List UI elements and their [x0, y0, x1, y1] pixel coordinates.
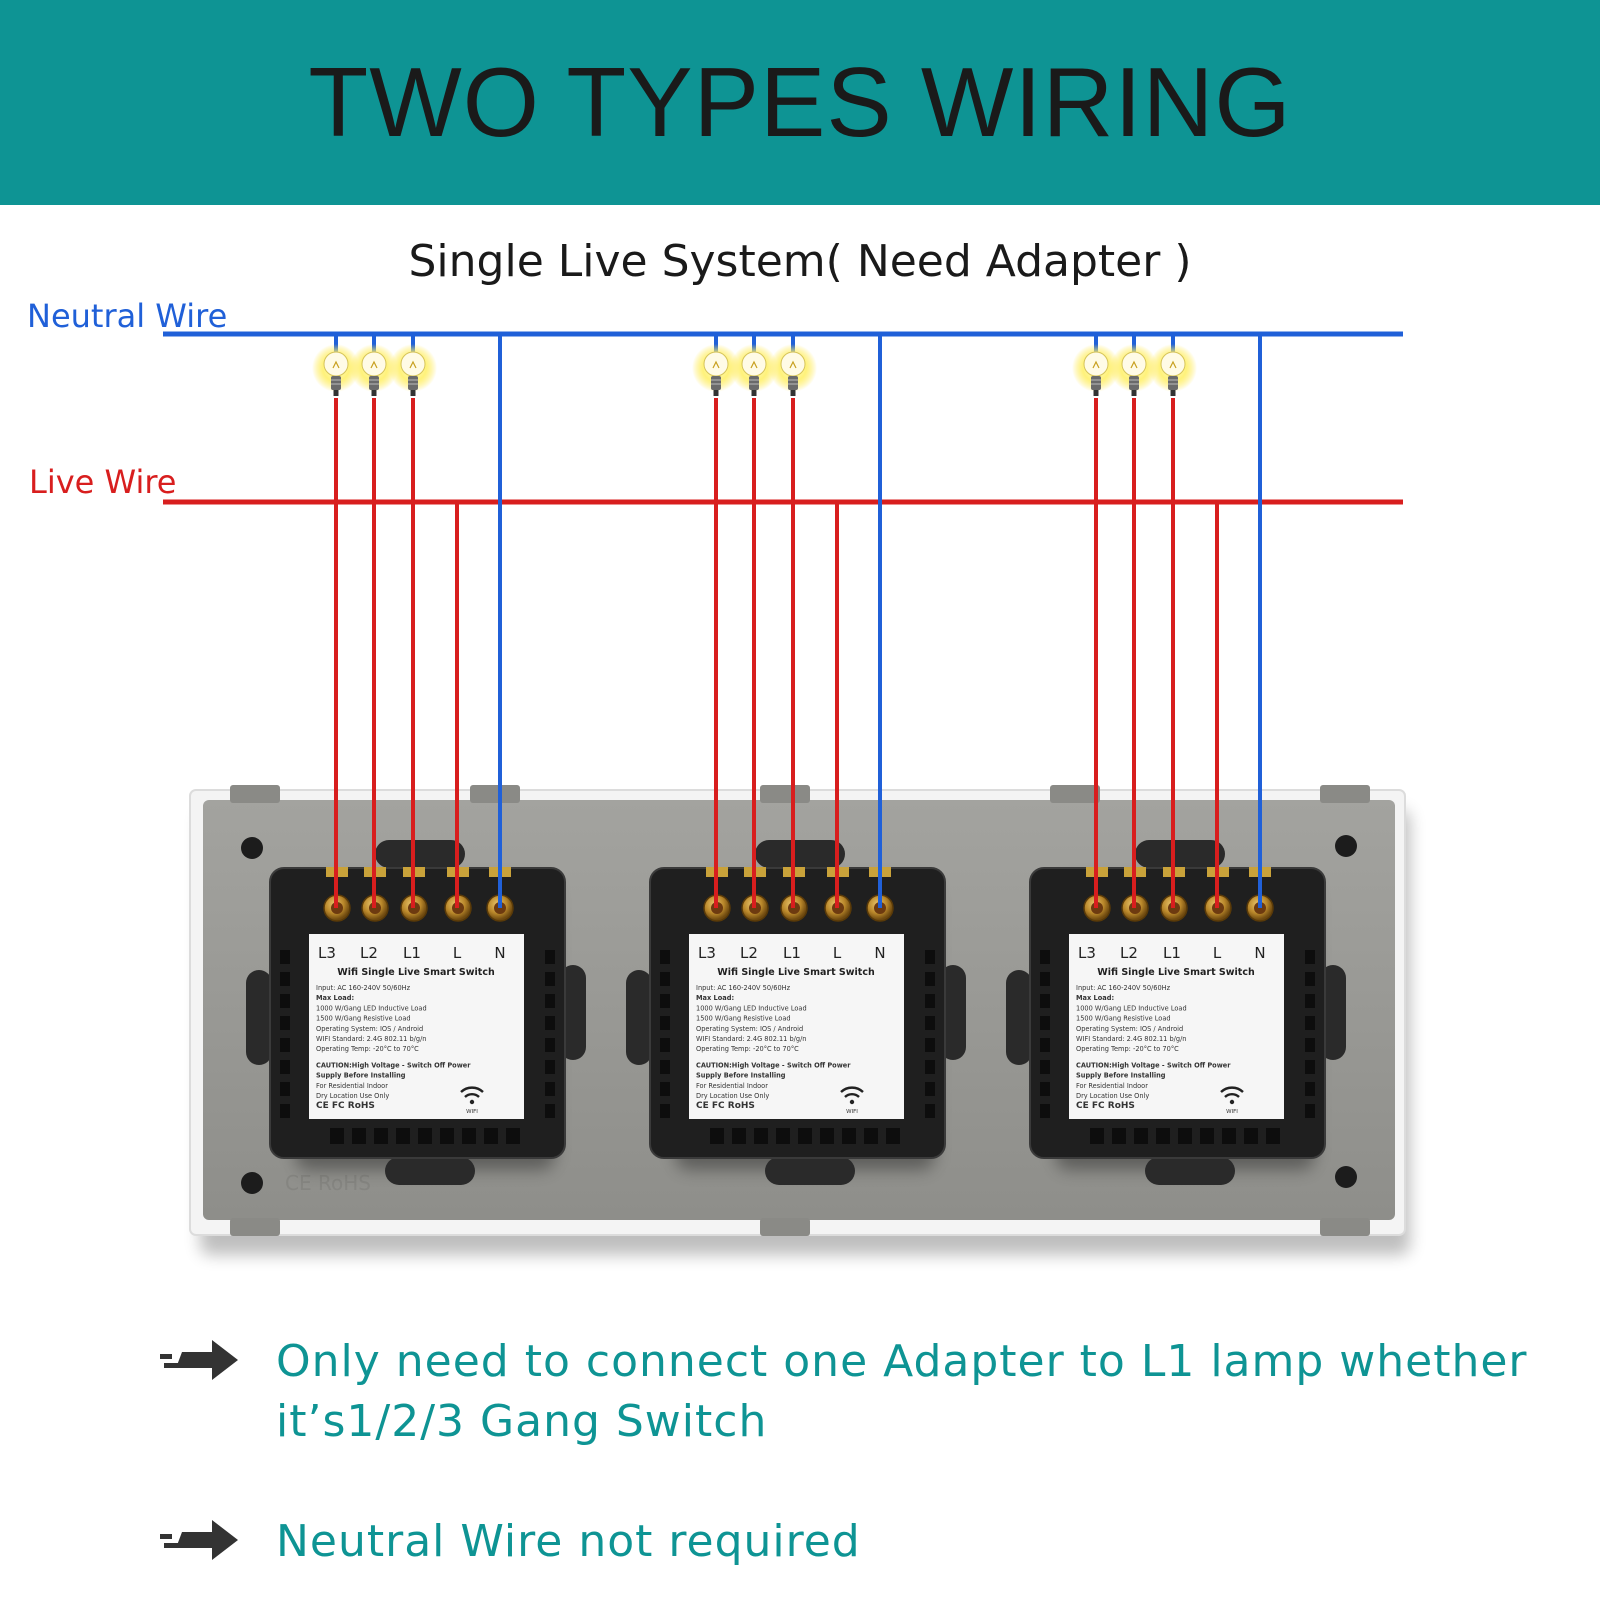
switch-info-label: [1069, 934, 1284, 1119]
switch-label-line: Dry Location Use Only: [316, 1092, 389, 1100]
mount-hole: [241, 837, 263, 859]
switch-label-line: Input: AC 160-240V 50/60Hz: [316, 984, 411, 992]
note-neutral: Neutral Wire not required: [160, 1512, 1560, 1572]
switch-info-label: [309, 934, 524, 1119]
switch-label-line: For Residential Indoor: [316, 1082, 388, 1090]
lightbulb-icon: [1149, 344, 1197, 396]
terminal-label: L: [833, 944, 842, 962]
lightbulb-icon: [730, 344, 778, 396]
switch-label-title: Wifi Single Live Smart Switch: [1097, 967, 1255, 978]
terminal-label: N: [874, 944, 885, 962]
terminal-label: L3: [1078, 944, 1096, 962]
switch-label-line: Dry Location Use Only: [696, 1092, 769, 1100]
svg-text:WIFI: WIFI: [846, 1109, 858, 1115]
terminal-label: L2: [1120, 944, 1138, 962]
switch-label-line: Operating System: IOS / Android: [1076, 1025, 1183, 1033]
switch-label-line: Max Load:: [316, 994, 354, 1002]
switch-label-line: CAUTION:High Voltage - Switch Off Power: [1076, 1061, 1231, 1069]
lightbulb-icon: [769, 344, 817, 396]
lightbulb-icon: [1110, 344, 1158, 396]
terminal-label: L2: [360, 944, 378, 962]
page-title: TWO TYPES WIRING: [308, 47, 1292, 157]
switch-label-title: Wifi Single Live Smart Switch: [717, 967, 875, 978]
switch-label-line: Operating System: IOS / Android: [696, 1025, 803, 1033]
terminal-label: L: [453, 944, 462, 962]
switch-label-line: CAUTION:High Voltage - Switch Off Power: [696, 1061, 851, 1069]
arrow-right-icon: [160, 1340, 238, 1380]
switch-label-certs: CE FC RoHS: [316, 1101, 375, 1111]
mount-hole: [1335, 1166, 1357, 1188]
mount-hole: [241, 1172, 263, 1194]
wifi-icon: WIFI: [1220, 1086, 1244, 1115]
plate-cert-mark: CE RoHS: [285, 1171, 371, 1195]
lightbulb-icon: [389, 344, 437, 396]
terminal-label: N: [1254, 944, 1265, 962]
terminal-label: L: [1213, 944, 1222, 962]
wifi-icon: WIFI: [460, 1086, 484, 1115]
switch-label-line: Supply Before Installing: [316, 1072, 406, 1080]
switch-label-line: 1500 W/Gang Resistive Load: [1076, 1015, 1171, 1023]
switch-label-line: Operating Temp: -20°C to 70°C: [316, 1045, 419, 1053]
switch-label-line: Max Load:: [696, 994, 734, 1002]
svg-text:WIFI: WIFI: [1226, 1109, 1238, 1115]
switch-label-title: Wifi Single Live Smart Switch: [337, 967, 495, 978]
switch-label-certs: CE FC RoHS: [1076, 1101, 1135, 1111]
switch-label-line: Max Load:: [1076, 994, 1114, 1002]
terminal-label: L2: [740, 944, 758, 962]
switch-info-label: [689, 934, 904, 1119]
lightbulb-icon: [1072, 344, 1120, 396]
switch-label-line: Operating Temp: -20°C to 70°C: [696, 1045, 799, 1053]
lightbulb-icon: [312, 344, 360, 396]
terminal-label: L3: [318, 944, 336, 962]
mount-hole: [1335, 835, 1357, 857]
switch-label-line: Operating Temp: -20°C to 70°C: [1076, 1045, 1179, 1053]
switch-label-certs: CE FC RoHS: [696, 1101, 755, 1111]
switch-label-line: 1000 W/Gang LED Inductive Load: [1076, 1004, 1187, 1012]
live-wire-label: Live Wire: [29, 463, 176, 501]
arrow-right-icon: [160, 1520, 238, 1560]
header-banner: TWO TYPES WIRING: [0, 0, 1600, 205]
switch-label-line: 1000 W/Gang LED Inductive Load: [696, 1004, 807, 1012]
switch-label-line: 1500 W/Gang Resistive Load: [696, 1015, 791, 1023]
switch-label-line: For Residential Indoor: [1076, 1082, 1148, 1090]
switch-label-line: WIFI Standard: 2.4G 802.11 b/g/n: [1076, 1035, 1186, 1043]
switch-label-line: Input: AC 160-240V 50/60Hz: [696, 984, 791, 992]
switch-label-line: 1500 W/Gang Resistive Load: [316, 1015, 411, 1023]
switch-label-line: 1000 W/Gang LED Inductive Load: [316, 1004, 427, 1012]
svg-text:WIFI: WIFI: [466, 1109, 478, 1115]
terminal-label: L1: [783, 944, 801, 962]
note-adapter: Only need to connect one Adapter to L1 l…: [160, 1332, 1560, 1452]
terminal-label: L3: [698, 944, 716, 962]
switch-label-line: For Residential Indoor: [696, 1082, 768, 1090]
wifi-icon: WIFI: [840, 1086, 864, 1115]
switch-module: L3 L2 L1 L N Wifi Single Live Smart SwitchInp…: [626, 840, 966, 1185]
switch-label-line: WIFI Standard: 2.4G 802.11 b/g/n: [316, 1035, 426, 1043]
lightbulb-icon: [692, 344, 740, 396]
terminal-label: L1: [403, 944, 421, 962]
note-adapter-text: Only need to connect one Adapter to L1 l…: [276, 1336, 1528, 1447]
neutral-wire-label: Neutral Wire: [27, 297, 227, 335]
diagram-subtitle: Single Live System( Need Adapter ): [408, 236, 1192, 287]
switch-label-line: Operating System: IOS / Android: [316, 1025, 423, 1033]
terminal-label: N: [494, 944, 505, 962]
lightbulb-icon: [350, 344, 398, 396]
terminal-label: L1: [1163, 944, 1181, 962]
switch-module: L3 L2 L1 L N Wifi Single Live Smart SwitchInp…: [246, 840, 586, 1185]
switch-label-line: Input: AC 160-240V 50/60Hz: [1076, 984, 1171, 992]
switch-label-line: Dry Location Use Only: [1076, 1092, 1149, 1100]
switch-module: L3 L2 L1 L N Wifi Single Live Smart SwitchInp…: [1006, 840, 1346, 1185]
switch-label-line: Supply Before Installing: [696, 1072, 786, 1080]
switch-label-line: WIFI Standard: 2.4G 802.11 b/g/n: [696, 1035, 806, 1043]
note-neutral-text: Neutral Wire not required: [276, 1516, 861, 1567]
switch-label-line: Supply Before Installing: [1076, 1072, 1166, 1080]
switch-label-line: CAUTION:High Voltage - Switch Off Power: [316, 1061, 471, 1069]
